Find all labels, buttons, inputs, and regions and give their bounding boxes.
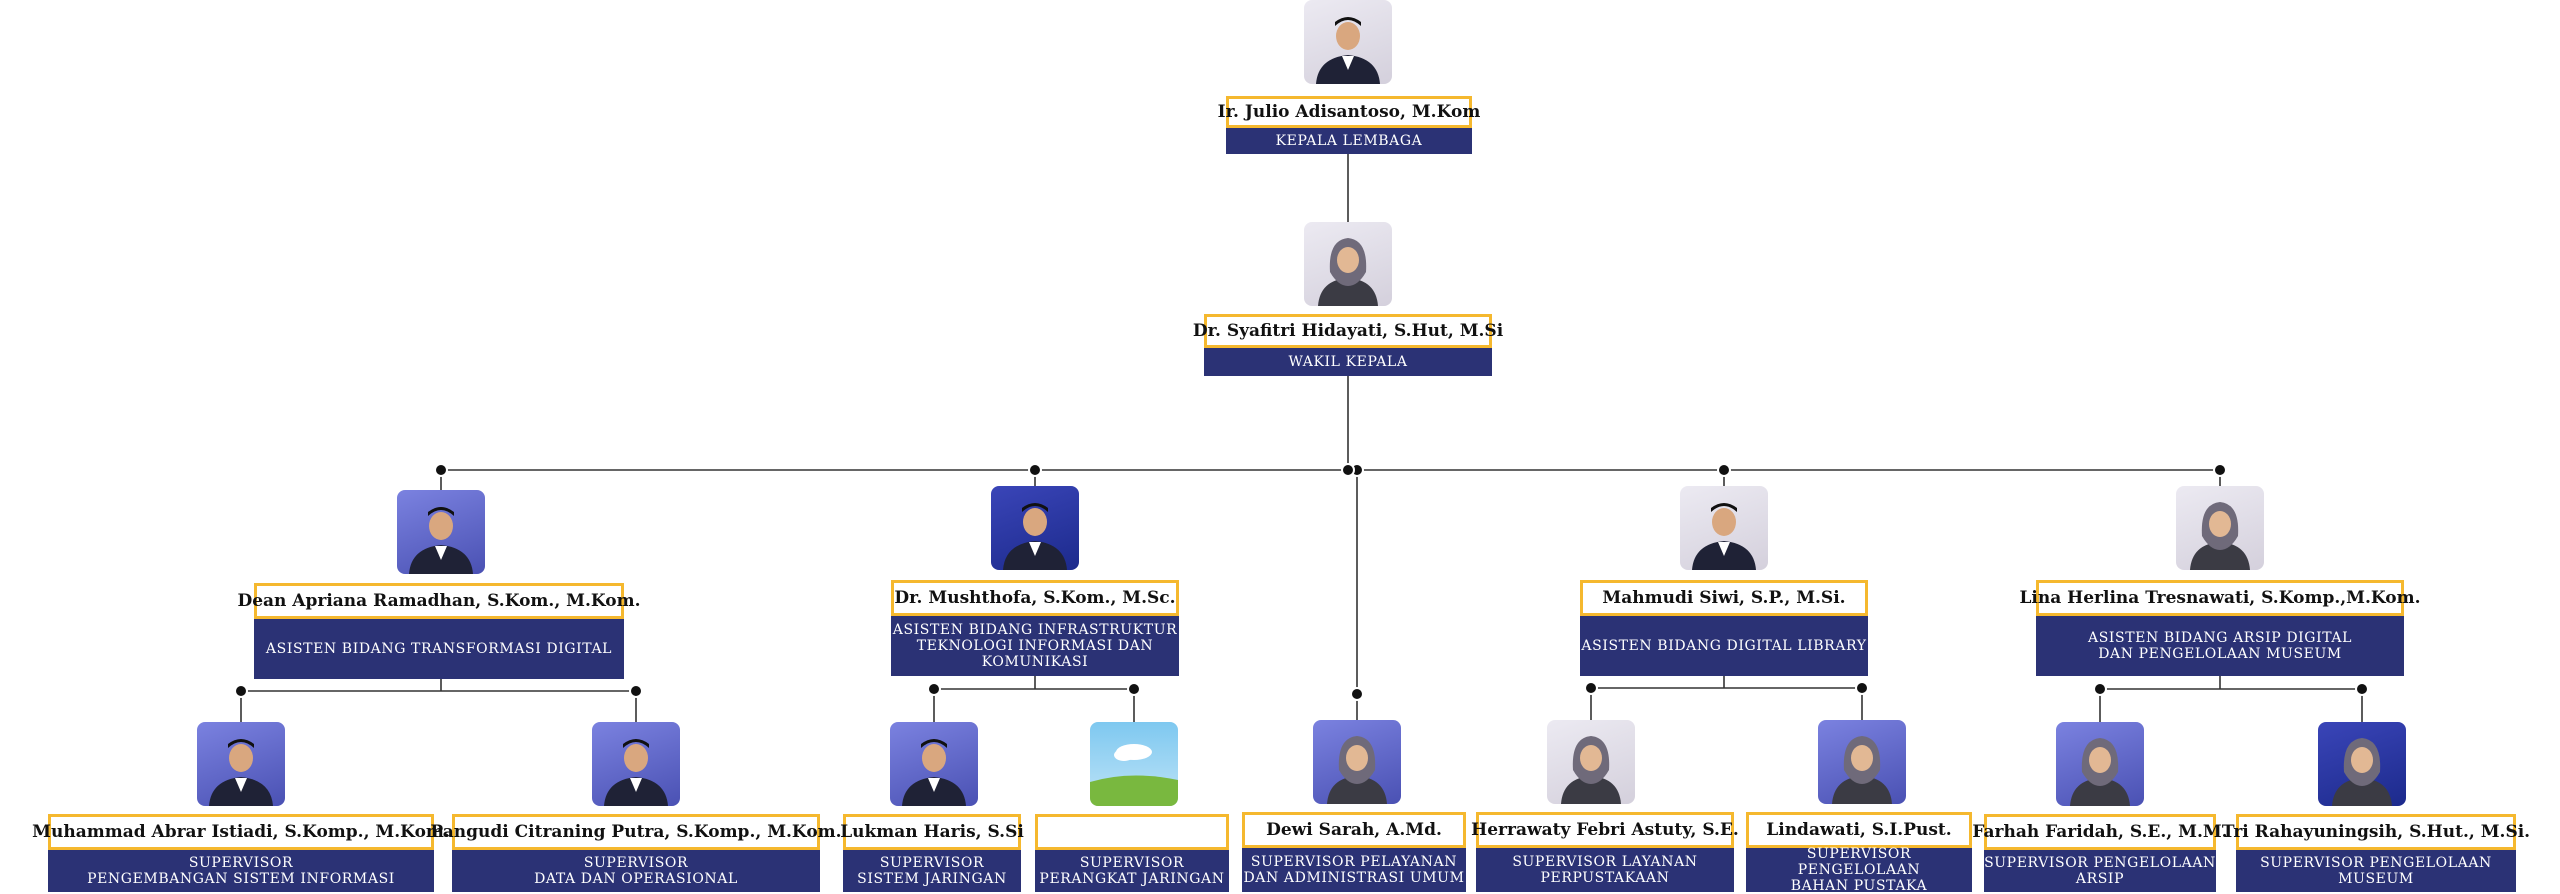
person-silhouette-icon <box>1316 17 1380 84</box>
junction-dot-asisten4 <box>2213 463 2227 477</box>
photo-sup5 <box>1313 720 1401 804</box>
photo-kepala <box>1304 0 1392 84</box>
photo-sup6 <box>1547 720 1635 804</box>
role-asisten2: ASISTEN BIDANG INFRASTRUKTUR TEKNOLOGI I… <box>891 616 1179 676</box>
photo-sup1 <box>197 722 285 806</box>
person-silhouette-icon <box>2190 502 2250 570</box>
role-sup9: SUPERVISOR PENGELOLAAN MUSEUM <box>2236 850 2516 892</box>
photo-asisten1 <box>397 490 485 574</box>
person-silhouette-icon <box>1832 736 1892 804</box>
name-sup1: Muhammad Abrar Istiadi, S.Komp., M.Kom. <box>32 814 450 850</box>
name-sup5: Dewi Sarah, A.Md. <box>1242 812 1466 848</box>
role-sup3: SUPERVISOR SISTEM JARINGAN <box>843 850 1021 892</box>
person-silhouette-icon <box>1003 503 1067 570</box>
role-asisten3: ASISTEN BIDANG DIGITAL LIBRARY <box>1580 616 1868 676</box>
person-silhouette-icon <box>409 507 473 574</box>
junction-dot-sup1 <box>234 684 248 698</box>
landscape-placeholder-icon <box>1090 744 1178 806</box>
photo-asisten4 <box>2176 486 2264 570</box>
junction-dot-sup6 <box>1584 681 1598 695</box>
name-kepala: Ir. Julio Adisantoso, M.Kom <box>1218 96 1480 128</box>
name-sup3: Lukman Haris, S.Si <box>840 814 1024 850</box>
role-sup7: SUPERVISOR PENGELOLAAN BAHAN PUSTAKA <box>1746 846 1972 894</box>
photo-asisten3 <box>1680 486 1768 570</box>
junction-dot-sup7 <box>1855 681 1869 695</box>
role-sup6: SUPERVISOR LAYANAN PERPUSTAKAAN <box>1476 848 1734 892</box>
junction-dot-asisten1 <box>434 463 448 477</box>
junction-dot-sup4 <box>1127 682 1141 696</box>
name-sup6: Herrawaty Febri Astuty, S.E. <box>1471 812 1739 848</box>
photo-sup3 <box>890 722 978 806</box>
person-silhouette-icon <box>1561 736 1621 804</box>
name-sup9: Tri Rahayuningsih, S.Hut., M.Si. <box>2222 814 2530 850</box>
person-silhouette-icon <box>2070 738 2130 806</box>
name-asisten3: Mahmudi Siwi, S.P., M.Si. <box>1580 580 1868 616</box>
photo-sup7 <box>1818 720 1906 804</box>
photo-wakil <box>1304 222 1392 306</box>
junction-dot-asisten3 <box>1717 463 1731 477</box>
role-kepala: KEPALA LEMBAGA <box>1226 128 1472 154</box>
role-asisten4: ASISTEN BIDANG ARSIP DIGITAL DAN PENGELO… <box>2036 616 2404 676</box>
role-wakil: WAKIL KEPALA <box>1204 348 1492 376</box>
name-sup2: Pangudi Citraning Putra, S.Komp., M.Kom. <box>430 814 842 850</box>
name-sup4 <box>1035 814 1229 850</box>
junction-dot-sup3 <box>927 682 941 696</box>
junction-dot-sup5-lower <box>1350 687 1364 701</box>
person-silhouette-icon <box>902 739 966 806</box>
junction-dot-asisten2 <box>1028 463 1042 477</box>
person-silhouette-icon <box>209 739 273 806</box>
photo-asisten2 <box>991 486 1079 570</box>
name-asisten4: Lina Herlina Tresnawati, S.Komp.,M.Kom. <box>2019 580 2421 616</box>
role-sup4: SUPERVISOR PERANGKAT JARINGAN <box>1035 850 1229 892</box>
junction-dot-sup8 <box>2093 682 2107 696</box>
person-silhouette-icon <box>2332 738 2392 806</box>
role-sup8: SUPERVISOR PENGELOLAAN ARSIP <box>1984 850 2216 892</box>
person-silhouette-icon <box>604 739 668 806</box>
role-asisten1: ASISTEN BIDANG TRANSFORMASI DIGITAL <box>254 619 624 679</box>
junction-dot-wakil <box>1341 463 1355 477</box>
role-sup1: SUPERVISOR PENGEMBANGAN SISTEM INFORMASI <box>48 850 434 892</box>
name-asisten2: Dr. Mushthofa, S.Kom., M.Sc. <box>891 580 1179 616</box>
photo-sup2 <box>592 722 680 806</box>
name-asisten1: Dean Apriana Ramadhan, S.Kom., M.Kom. <box>237 583 641 619</box>
person-silhouette-icon <box>1327 736 1387 804</box>
photo-sup8 <box>2056 722 2144 806</box>
name-sup8: Farhah Faridah, S.E., M.M. <box>1972 814 2228 850</box>
photo-sup9 <box>2318 722 2406 806</box>
person-silhouette-icon <box>1692 503 1756 570</box>
junction-dot-sup9 <box>2355 682 2369 696</box>
name-sup7: Lindawati, S.I.Pust. <box>1746 812 1972 848</box>
role-sup2: SUPERVISOR DATA DAN OPERASIONAL <box>452 850 820 892</box>
junction-dot-sup2 <box>629 684 643 698</box>
person-silhouette-icon <box>1318 238 1378 306</box>
name-wakil: Dr. Syafitri Hidayati, S.Hut, M.Si <box>1193 314 1503 348</box>
role-sup5: SUPERVISOR PELAYANAN DAN ADMINISTRASI UM… <box>1242 848 1466 892</box>
photo-sup4 <box>1090 722 1178 806</box>
